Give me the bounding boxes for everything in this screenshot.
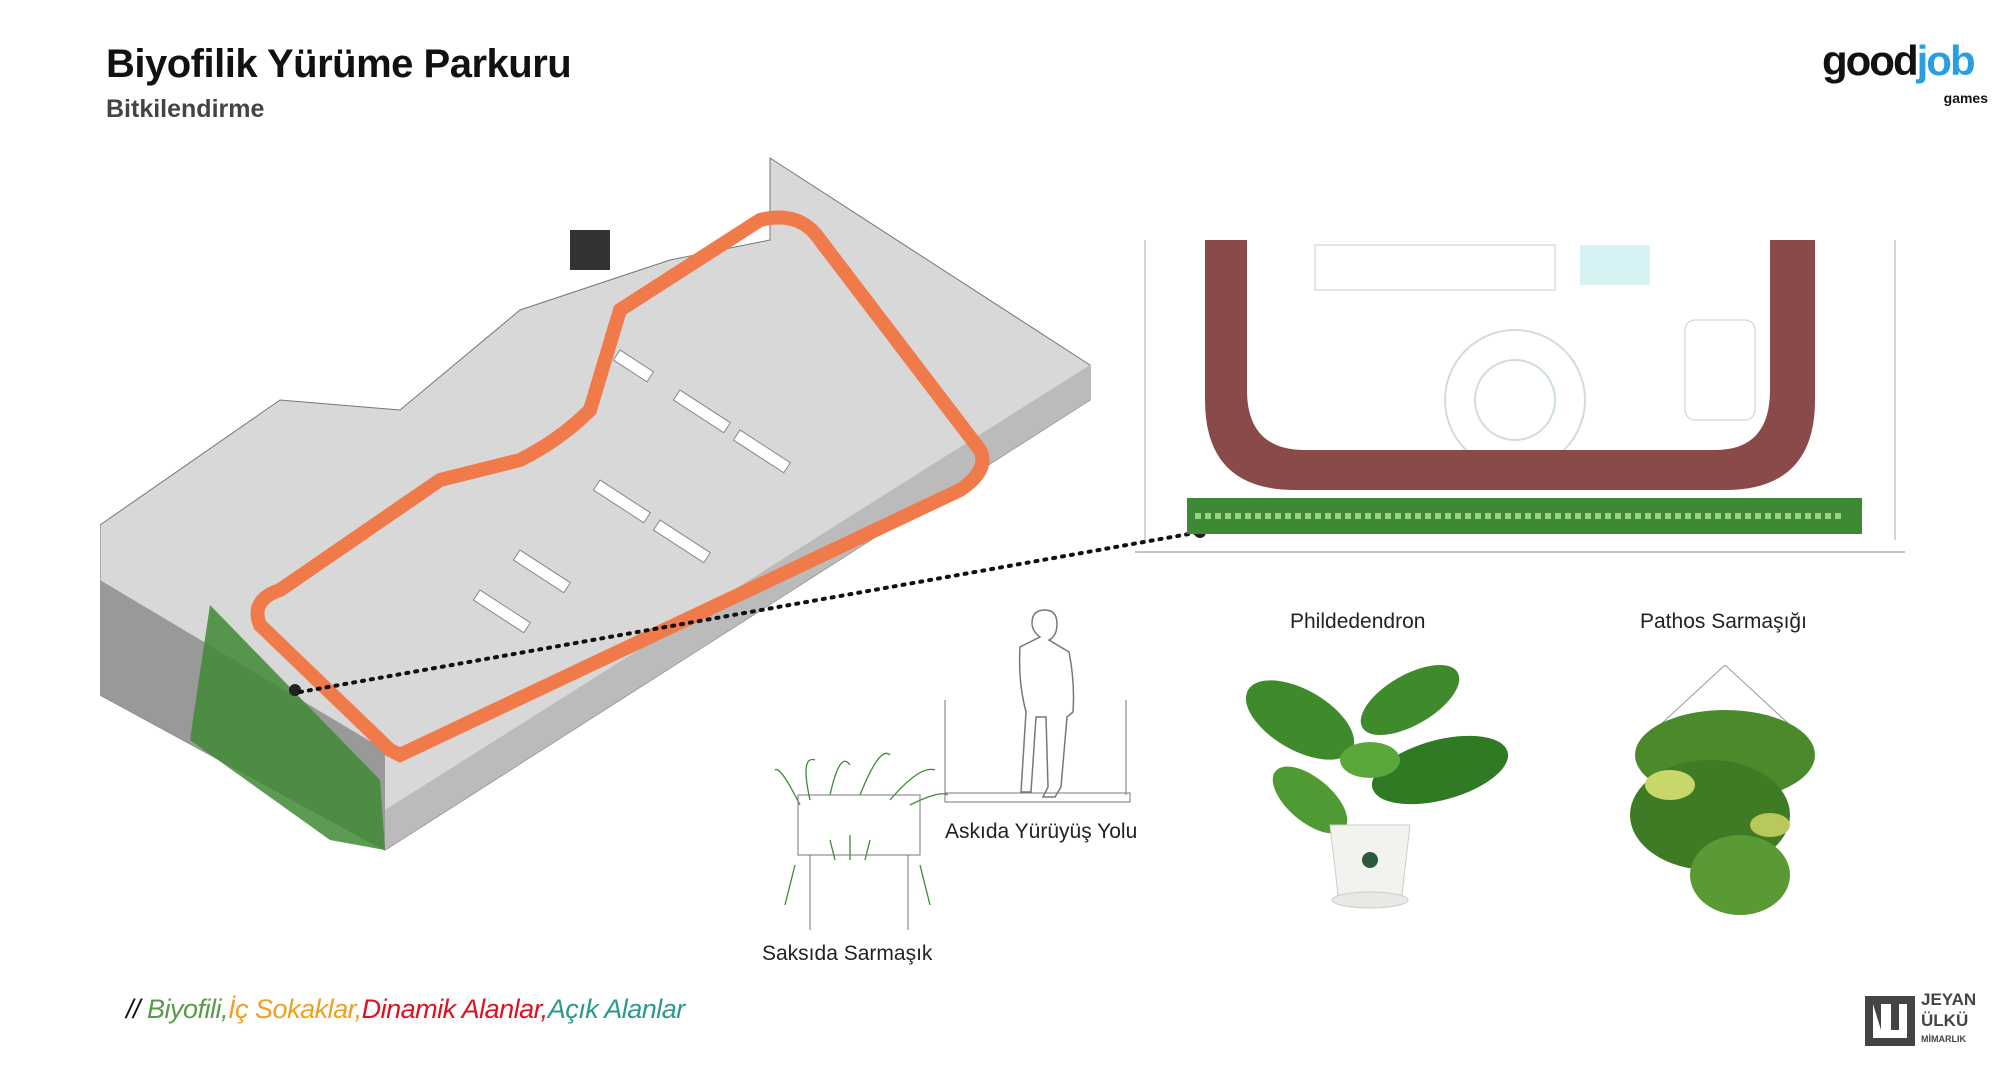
logo-wordmark: goodjob <box>1822 37 1976 84</box>
axonometric-floor-plan <box>100 157 1091 851</box>
jeyan-ulku-logo: JEYAN ÜLKÜ MİMARLIK <box>1865 990 1985 1056</box>
goodjob-logo: goodjob games <box>1822 40 1992 112</box>
philodendron-label: Phildedendron <box>1290 610 1426 633</box>
logo-good: good <box>1822 37 1919 84</box>
legend: // Biyofili,İç Sokaklar,Dinamik Alanlar,… <box>126 994 685 1025</box>
running-track <box>1205 240 1815 490</box>
legend-prefix: // <box>126 994 148 1024</box>
legend-open-areas: Açık Alanlar <box>547 994 686 1024</box>
jeyan-line2: ÜLKÜ <box>1921 1011 1969 1030</box>
page-subtitle: Bitkilendirme <box>106 95 265 123</box>
pothos-label: Pathos Sarmaşığı <box>1640 610 1807 633</box>
jeyan-line1: JEYAN <box>1921 990 1977 1009</box>
jeyan-line3: MİMARLIK <box>1921 1034 1966 1044</box>
hanging-planter-sketch <box>774 752 949 930</box>
walkway-label: Askıda Yürüyüş Yolu <box>945 820 1138 843</box>
philodendron-image <box>1245 665 1509 909</box>
track-plan-detail <box>1135 240 1905 553</box>
green-strip <box>190 605 385 850</box>
page-title: Biyofilik Yürüme Parkuru <box>106 42 572 86</box>
pothos-image <box>1630 665 1815 915</box>
person-icon <box>1018 609 1075 798</box>
logo-games: games <box>1943 90 1988 106</box>
legend-biophilia: Biyofili, <box>147 994 229 1024</box>
core-block <box>570 230 610 270</box>
callout-dot <box>289 684 301 696</box>
person-walkway-sketch <box>944 609 1131 803</box>
walking-path <box>250 210 990 763</box>
planter-label: Saksıda Sarmaşık <box>762 942 933 965</box>
legend-inner-streets: İç Sokaklar, <box>228 994 362 1024</box>
jeyan-mark-icon <box>1865 996 1915 1046</box>
logo-job: job <box>1916 37 1976 84</box>
legend-dynamic-areas: Dinamik Alanlar, <box>361 994 549 1024</box>
